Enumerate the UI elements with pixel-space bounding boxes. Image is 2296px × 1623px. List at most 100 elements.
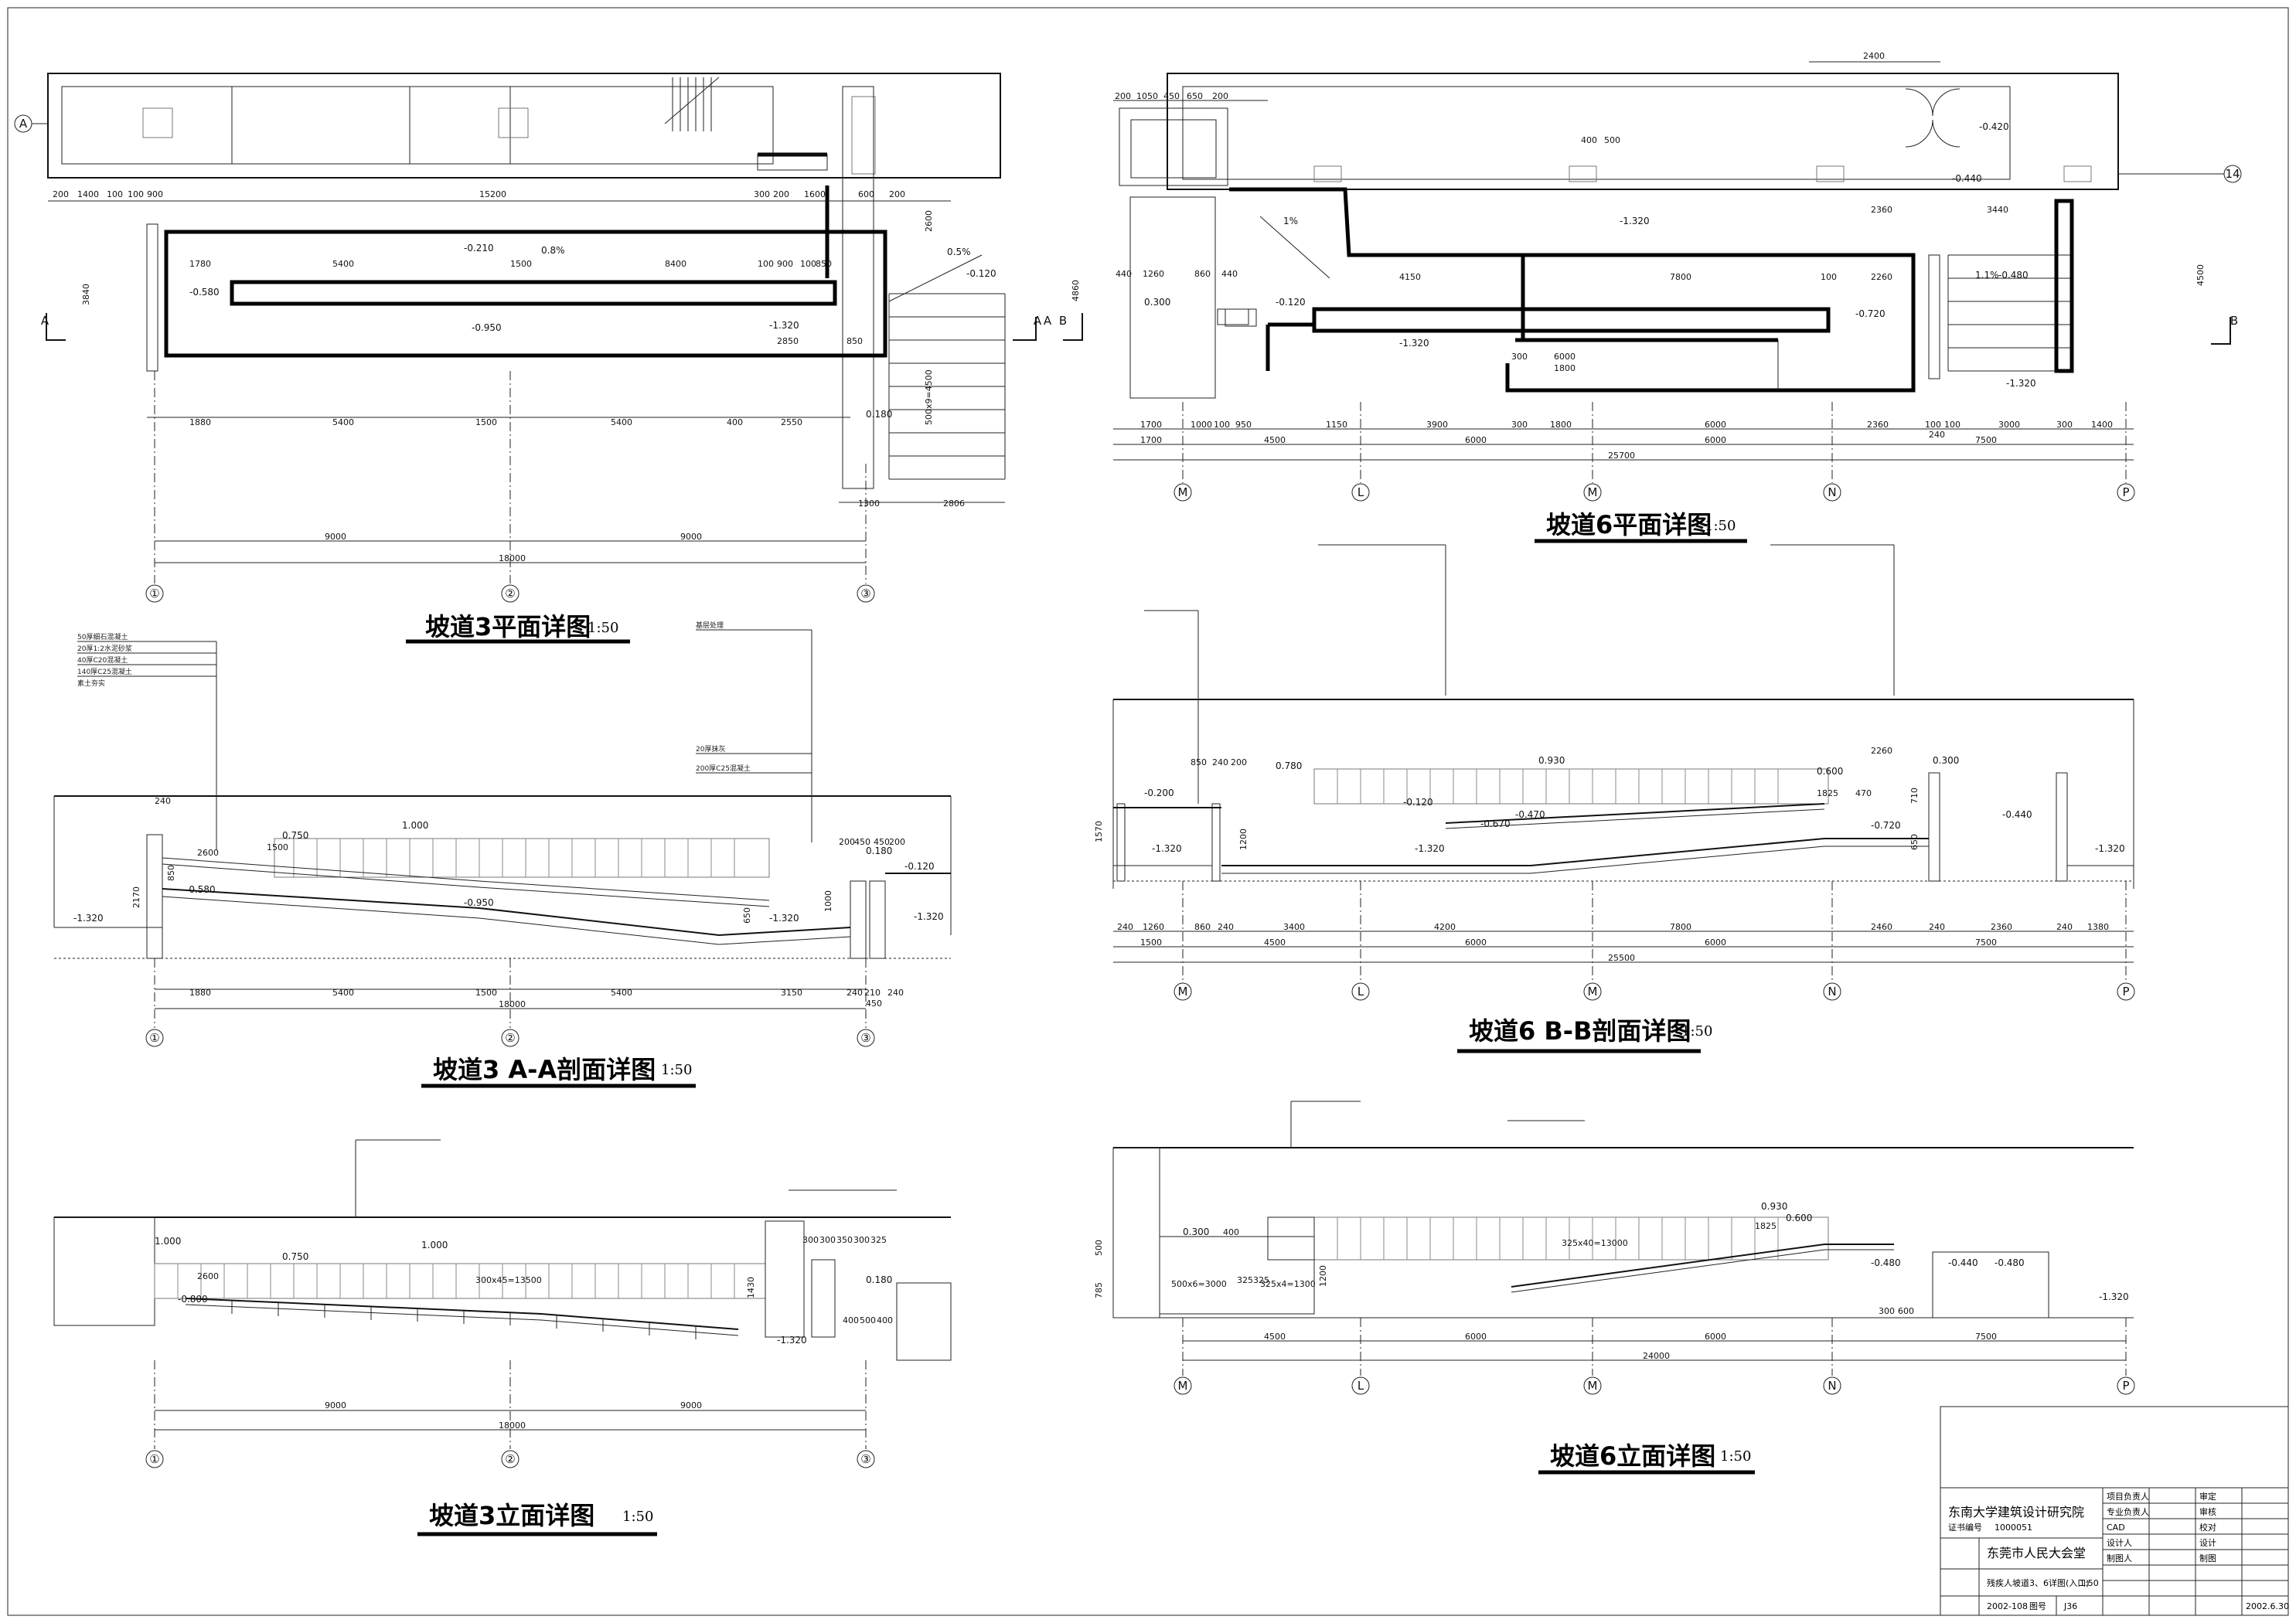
dim: 300 bbox=[2056, 420, 2073, 430]
section-mark: A bbox=[41, 314, 49, 328]
dim: 400 bbox=[877, 1315, 893, 1325]
project-number: 2002-108 bbox=[1987, 1601, 2028, 1611]
sign-row: 校对 bbox=[2199, 1522, 2216, 1533]
dim: 1000 bbox=[1191, 420, 1212, 430]
dim: 240 bbox=[847, 988, 863, 998]
dim: 1400 bbox=[77, 189, 99, 199]
level: -1.320 bbox=[1620, 216, 1650, 226]
dim: 2170 bbox=[131, 886, 141, 908]
scale-ramp6-elevation: 1:50 bbox=[1720, 1448, 1751, 1465]
dim: 325x40=13000 bbox=[1562, 1238, 1628, 1248]
level: -1.320 bbox=[2099, 1291, 2129, 1302]
dim: 1780 bbox=[189, 259, 211, 269]
dim: 1500 bbox=[475, 417, 497, 427]
axis-label: ③ bbox=[860, 587, 870, 601]
level: -0.440 bbox=[1948, 1257, 1978, 1268]
dim: 1600 bbox=[804, 189, 826, 199]
dim: 4500 bbox=[1264, 937, 1286, 948]
dim: 4860 bbox=[1071, 280, 1081, 301]
drawing-scale: 1:50 bbox=[2080, 1578, 2099, 1588]
dim: 1700 bbox=[1140, 435, 1162, 445]
dim: 600 bbox=[1898, 1306, 1914, 1316]
dim: 7500 bbox=[1975, 937, 1997, 948]
level: 0.600 bbox=[1786, 1213, 1812, 1223]
level: -0.120 bbox=[904, 861, 935, 872]
dim: 3900 bbox=[1426, 420, 1448, 430]
level: -0.120 bbox=[1403, 797, 1433, 808]
dim: 1000 bbox=[823, 890, 833, 912]
scale-ramp3-section: 1:50 bbox=[661, 1062, 692, 1078]
axis-label: ② bbox=[505, 587, 515, 601]
level: -1.320 bbox=[1152, 843, 1182, 854]
dim: 240 bbox=[1929, 430, 1945, 440]
dim: 240 bbox=[1929, 922, 1945, 932]
level: 1.1% bbox=[1975, 270, 1999, 281]
dim: 9000 bbox=[680, 1400, 702, 1410]
dim: 6000 bbox=[1465, 435, 1487, 445]
level: 0.300 bbox=[1933, 755, 1959, 766]
level: -0.670 bbox=[1480, 818, 1511, 829]
dim: 210 bbox=[864, 988, 881, 998]
dim: 300x45=13500 bbox=[475, 1275, 542, 1285]
dim: 100 bbox=[1214, 420, 1230, 430]
axis-label: N bbox=[1828, 485, 1836, 499]
dim: 400 bbox=[843, 1315, 859, 1325]
level: 1% bbox=[1283, 216, 1298, 226]
sign-row: 设计 bbox=[2199, 1538, 2216, 1548]
dim: 4150 bbox=[1399, 272, 1421, 282]
dim: 650 bbox=[742, 907, 752, 924]
dim: 300 bbox=[1879, 1306, 1895, 1316]
dim: 200 bbox=[1115, 91, 1131, 101]
dim: 1825 bbox=[1755, 1221, 1777, 1231]
material-note: 140厚C25混凝土 bbox=[77, 667, 132, 676]
ramp3-plan bbox=[14, 73, 1037, 644]
dim: 18000 bbox=[499, 1421, 526, 1431]
axis-label: M bbox=[1178, 985, 1188, 999]
level: -0.480 bbox=[1998, 270, 2029, 281]
dim: 2550 bbox=[781, 417, 802, 427]
grid-label: A bbox=[19, 117, 28, 131]
dim: 1800 bbox=[1554, 363, 1576, 373]
project-name: 东莞市人民大会堂 bbox=[1987, 1546, 2086, 1560]
dim: 4500 bbox=[1264, 435, 1286, 445]
dim: 5400 bbox=[332, 417, 354, 427]
level: -0.580 bbox=[186, 884, 216, 895]
issue-date: 2002.6.30 bbox=[2246, 1601, 2289, 1611]
level: 0.5% bbox=[947, 247, 971, 257]
level: -0.950 bbox=[472, 322, 502, 333]
section-mark: A bbox=[1034, 314, 1042, 328]
cert-number: 1000051 bbox=[1995, 1523, 2032, 1533]
dim: 100 bbox=[1821, 272, 1837, 282]
cert-label: 证书编号 bbox=[1948, 1522, 1982, 1533]
dim: 200 bbox=[889, 837, 905, 847]
axis-label: ③ bbox=[860, 1031, 870, 1045]
dim: 900 bbox=[777, 259, 793, 269]
dim: 6000 bbox=[1705, 420, 1726, 430]
axis-label: M bbox=[1588, 485, 1598, 499]
dim: 440 bbox=[1221, 269, 1238, 279]
dim: 850 bbox=[847, 336, 863, 346]
dim: 18000 bbox=[499, 999, 526, 1009]
dim: 5400 bbox=[611, 988, 632, 998]
dim: 6000 bbox=[1554, 352, 1576, 362]
axis-label: ① bbox=[149, 587, 159, 601]
axis-label: L bbox=[1358, 1379, 1364, 1393]
dim: 6000 bbox=[1465, 937, 1487, 948]
axis-label: N bbox=[1828, 985, 1836, 999]
scale-ramp3-elevation: 1:50 bbox=[622, 1509, 653, 1525]
sign-row: 项目负责人 bbox=[2107, 1491, 2149, 1502]
dim: 2806 bbox=[943, 498, 965, 509]
material-note: 200厚C25混凝土 bbox=[696, 764, 751, 773]
dim: 200 bbox=[53, 189, 69, 199]
dim: 7500 bbox=[1975, 1332, 1997, 1342]
dim: 325x4=1300 bbox=[1260, 1279, 1316, 1289]
dim: 7800 bbox=[1670, 922, 1691, 932]
sign-row: 审定 bbox=[2199, 1491, 2216, 1502]
level: -0.440 bbox=[2002, 809, 2032, 820]
level: -1.320 bbox=[2006, 378, 2036, 389]
level: -0.720 bbox=[1871, 820, 1901, 831]
dim: 25700 bbox=[1608, 451, 1635, 461]
dim: 650 bbox=[1909, 834, 1920, 850]
dim: 710 bbox=[1909, 788, 1920, 804]
